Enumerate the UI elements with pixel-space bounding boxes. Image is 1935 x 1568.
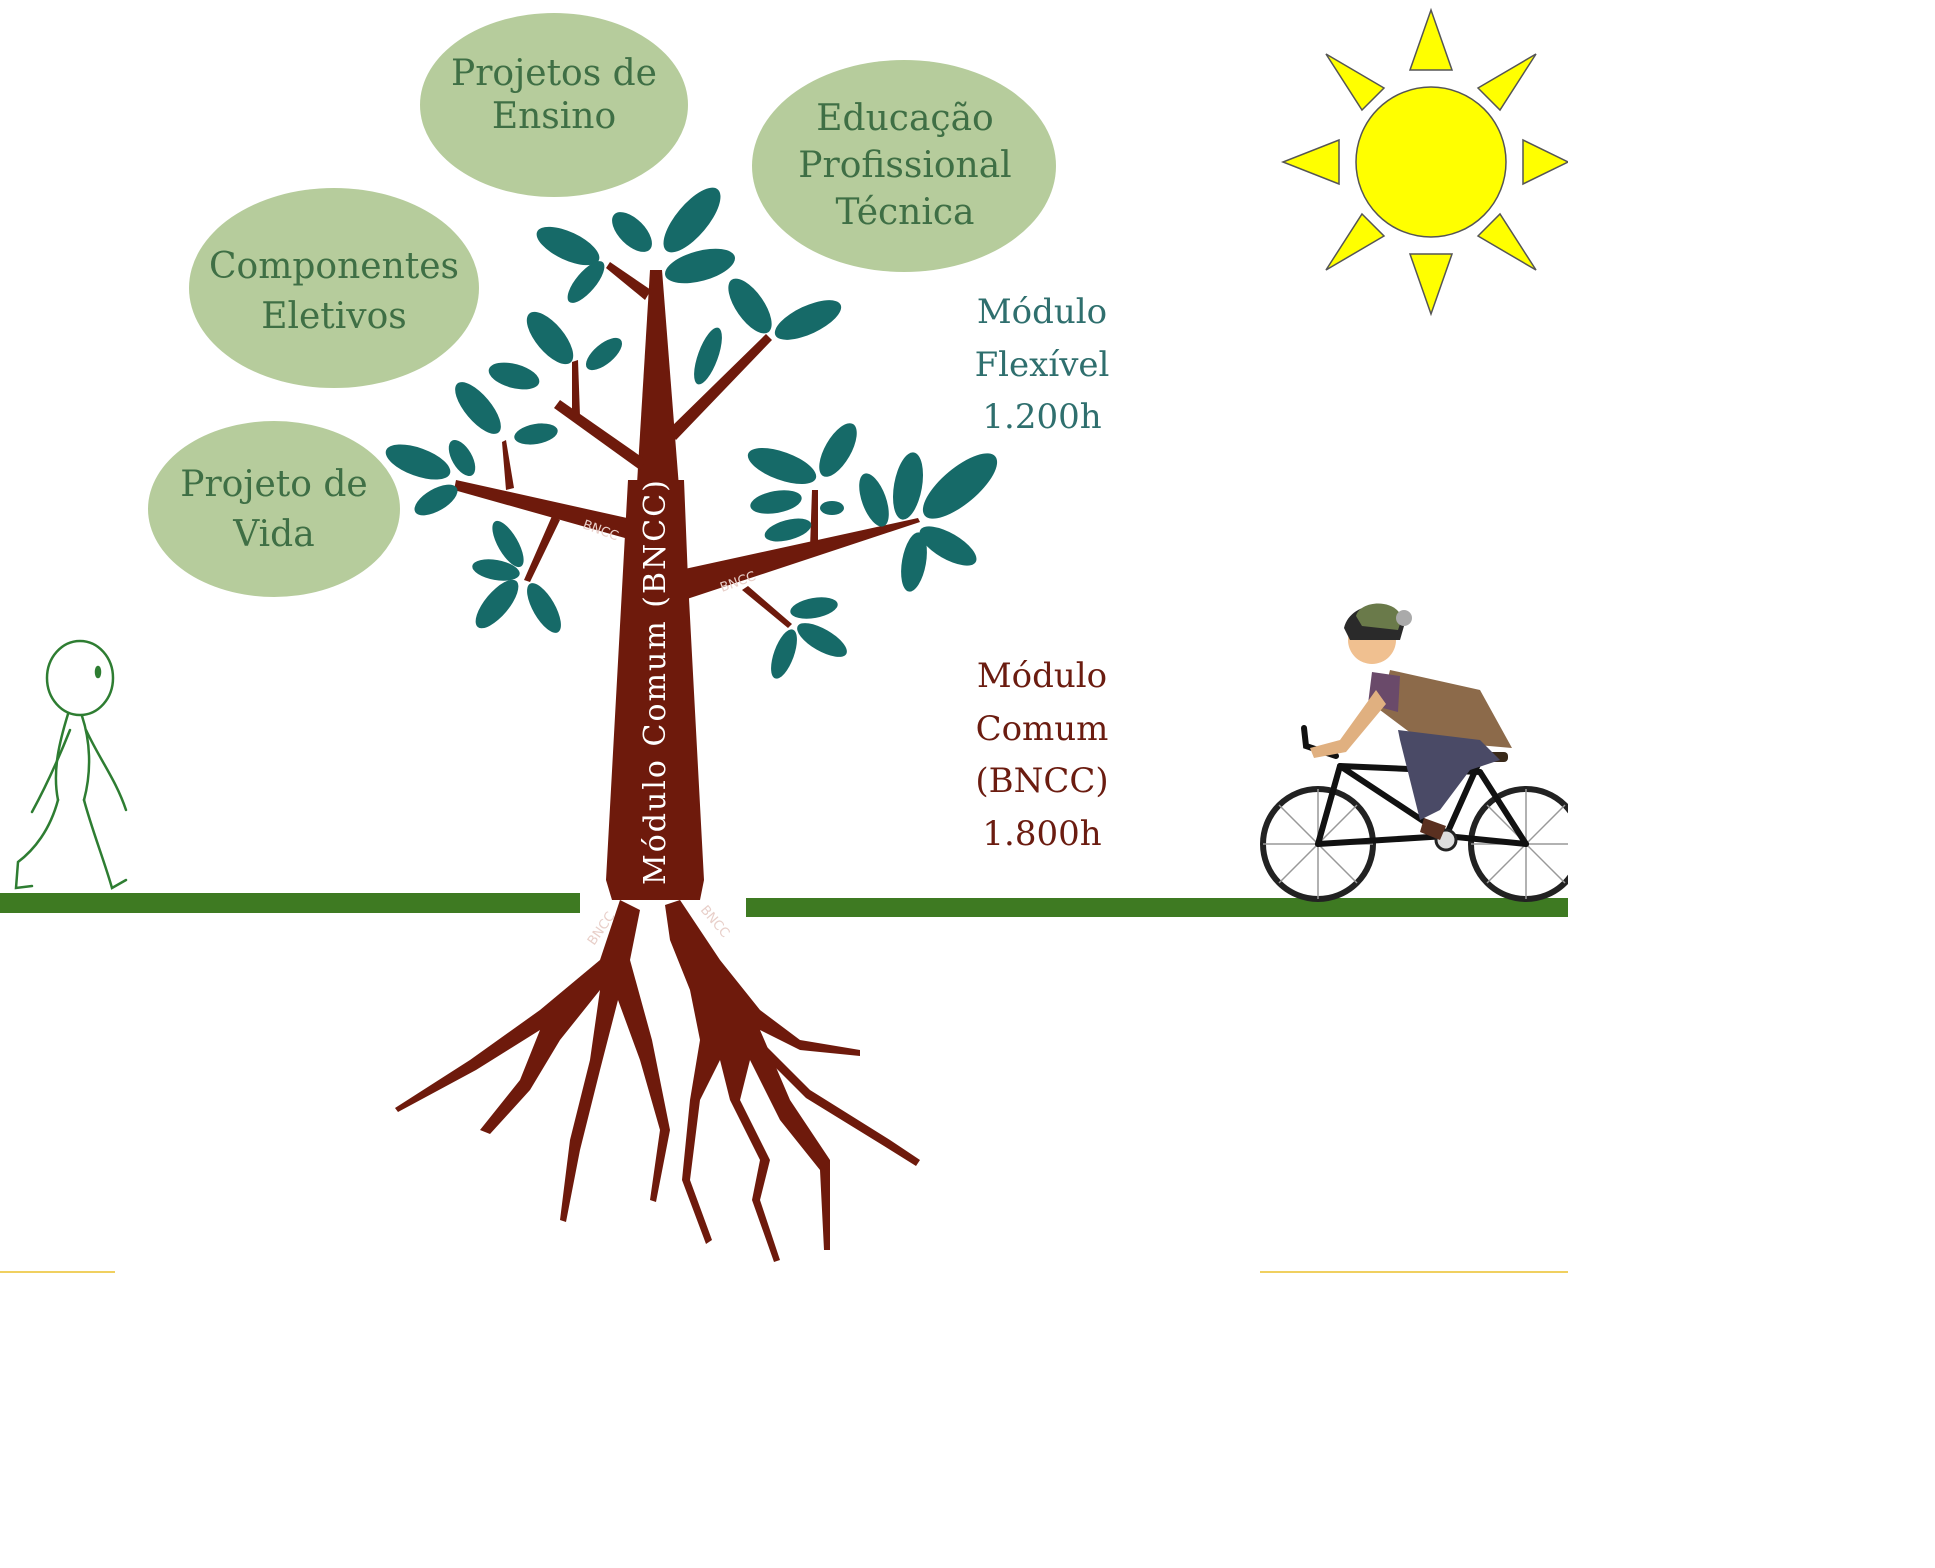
common-line: Módulo bbox=[976, 656, 1108, 696]
bubble-projeto-de-vida bbox=[148, 421, 400, 597]
bubble-line: Vida bbox=[233, 514, 315, 556]
cyclist-icon bbox=[1260, 603, 1568, 902]
bubble-line: Ensino bbox=[491, 96, 617, 138]
bubble-line: Profissional bbox=[798, 144, 1012, 186]
tree-leaves bbox=[385, 187, 998, 679]
common-line: 1.800h bbox=[982, 814, 1102, 855]
tree-trunk bbox=[395, 262, 920, 1262]
bubble-educacao-profissional bbox=[752, 60, 1056, 272]
bubble-line: Projeto de bbox=[180, 464, 368, 505]
bubble-line: Projetos de bbox=[451, 53, 657, 94]
bubble-label-educacao-profissional: Educação Profissional Técnica bbox=[770, 96, 1040, 236]
flexible-line: Módulo bbox=[976, 292, 1108, 332]
tree-diagram: Módulo Comum (BNCC) BNCC BNCC BNCC BNCC bbox=[0, 7, 1568, 1273]
common-line: (BNCC) bbox=[975, 761, 1109, 802]
bubble-projetos-de-ensino bbox=[420, 13, 688, 197]
flexible-line: 1.200h bbox=[982, 397, 1102, 438]
common-module-label: Módulo Comum (BNCC) 1.800h bbox=[940, 650, 1144, 861]
bubble-componentes-eletivos bbox=[189, 188, 479, 388]
flexible-line: Flexível bbox=[974, 344, 1110, 385]
bubble-line: Educação bbox=[816, 98, 994, 139]
common-line: Comum bbox=[975, 708, 1109, 749]
walking-figure-icon bbox=[14, 639, 128, 890]
ground-right bbox=[746, 898, 1568, 917]
bubble-label-componentes-eletivos: Componentes Eletivos bbox=[194, 242, 474, 343]
bubble-line: Técnica bbox=[835, 191, 975, 233]
trunk-label: Módulo Comum (BNCC) bbox=[638, 478, 673, 885]
bubble-label-projeto-de-vida: Projeto de Vida bbox=[158, 460, 390, 561]
bubble-line: Componentes bbox=[209, 246, 459, 287]
sun-icon bbox=[1280, 7, 1568, 317]
bubbles bbox=[148, 13, 1056, 597]
bubble-line: Eletivos bbox=[261, 296, 407, 338]
bubble-label-projetos-de-ensino: Projetos de Ensino bbox=[434, 52, 674, 138]
ground-left bbox=[0, 893, 580, 913]
flexible-module-label: Módulo Flexível 1.200h bbox=[940, 286, 1144, 444]
